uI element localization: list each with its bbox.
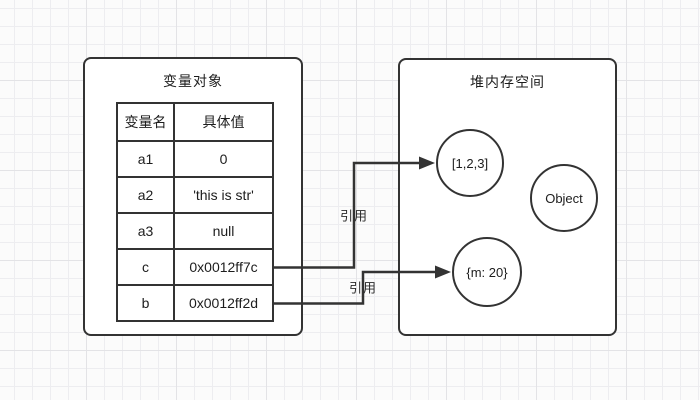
arrow-label-reference: 引用 [339,208,369,224]
variable-object-box: 变量对象 变量名 具体值 a1 0 a2 'this is str' a3 nu… [83,57,303,336]
variable-value-cell: null [173,212,274,250]
arrow-label-reference: 引用 [348,280,378,296]
variable-name-cell: a1 [116,140,175,178]
variable-value-cell: 0x0012ff2d [173,284,274,322]
table-row: b 0x0012ff2d [116,284,274,322]
variable-name-cell: a2 [116,176,175,214]
variable-name-cell: b [116,284,175,322]
table-row: a2 'this is str' [116,176,274,214]
heap-node-object-label: Object [545,190,583,206]
table-row: a3 null [116,212,274,250]
variable-value-cell: 'this is str' [173,176,274,214]
heap-node-object: Object [530,164,598,232]
variable-object-title: 变量对象 [163,73,223,89]
heap-node-array-label: [1,2,3] [451,155,489,171]
heap-node-array: [1,2,3] [436,129,504,197]
heap-memory-title: 堆内存空间 [470,74,545,90]
variables-table: 变量名 具体值 a1 0 a2 'this is str' a3 null c … [116,102,274,322]
heap-node-map-label: {m: 20} [466,264,508,280]
table-header-row: 变量名 具体值 [116,102,274,142]
table-header-value: 具体值 [173,102,274,142]
table-header-name: 变量名 [116,102,175,142]
variable-value-cell: 0 [173,140,274,178]
table-row: c 0x0012ff7c [116,248,274,286]
variable-value-cell: 0x0012ff7c [173,248,274,286]
variable-name-cell: a3 [116,212,175,250]
variable-name-cell: c [116,248,175,286]
table-row: a1 0 [116,140,274,178]
heap-node-map: {m: 20} [452,237,522,307]
